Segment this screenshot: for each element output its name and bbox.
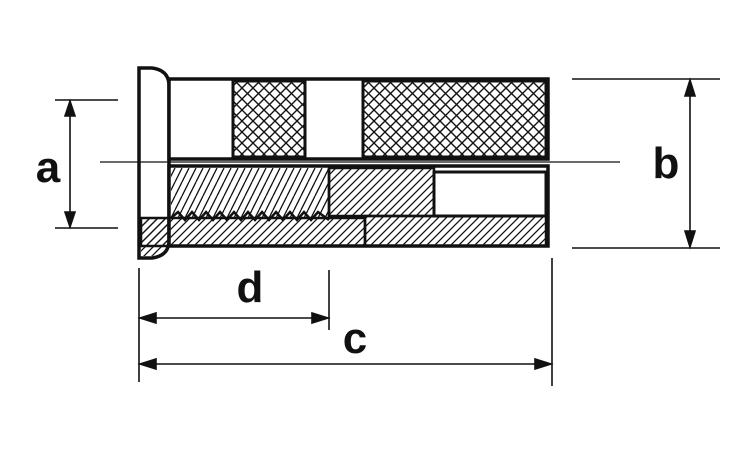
wall-section-left — [139, 216, 367, 248]
knurl-band-1 — [231, 79, 307, 159]
dimension-d — [137, 268, 331, 382]
arrow-c-left — [137, 357, 157, 371]
arrow-a-top — [63, 98, 77, 117]
arrow-d-left — [137, 311, 157, 325]
dimension-label-d: d — [237, 263, 264, 312]
knurl-band-2 — [361, 79, 548, 159]
thread-section — [170, 168, 331, 222]
tail-bore — [432, 170, 548, 218]
arrow-b-top — [683, 77, 697, 97]
wall-section-right — [363, 214, 548, 248]
dimension-c — [137, 258, 554, 386]
dimension-a — [55, 98, 118, 230]
cone-section — [327, 166, 436, 218]
dimension-b — [572, 77, 720, 250]
arrow-b-bottom — [683, 230, 697, 250]
flange-section — [141, 218, 168, 256]
arrow-a-bottom — [63, 211, 77, 230]
arrow-d-right — [311, 311, 331, 325]
dimension-label-a: a — [36, 143, 61, 192]
dimension-label-b: b — [653, 139, 680, 188]
dimension-label-c: c — [343, 314, 367, 363]
arrow-c-right — [534, 357, 554, 371]
